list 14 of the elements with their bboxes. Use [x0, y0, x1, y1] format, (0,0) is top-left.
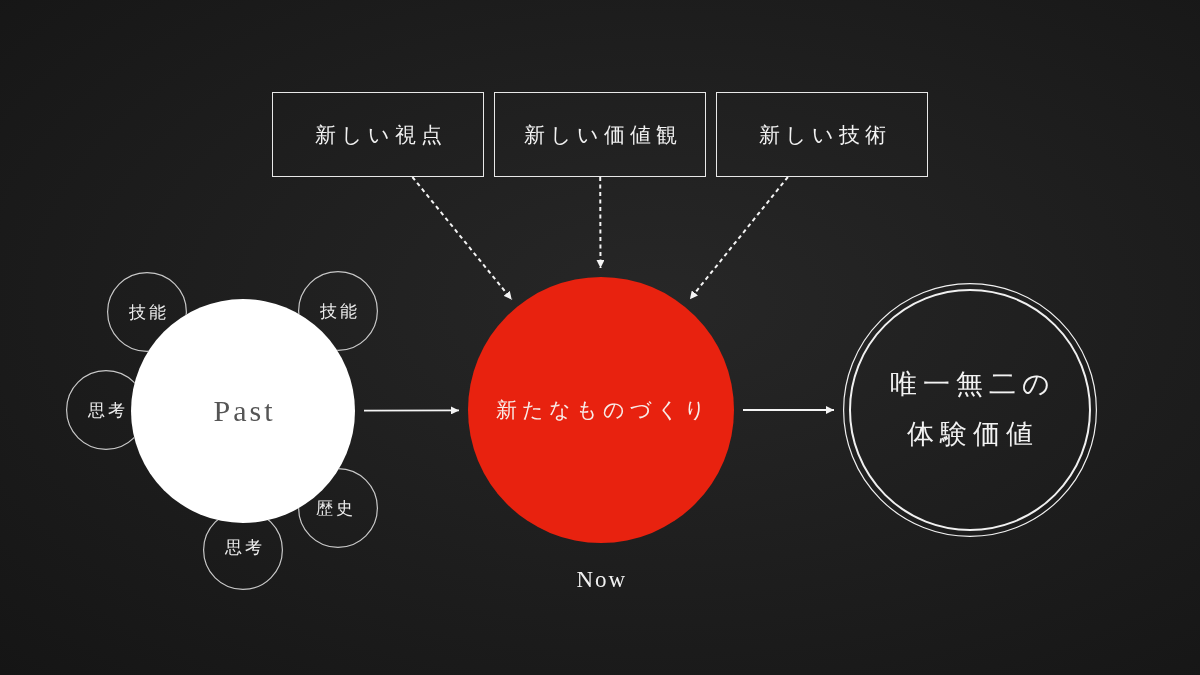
- concept-box: 新しい技術: [716, 92, 928, 177]
- element-circle: 歴史: [298, 468, 378, 548]
- value-circle: 唯一無二の体験価値: [843, 283, 1097, 537]
- element-circle: 技能: [107, 272, 187, 352]
- element-circle: 技能: [298, 271, 378, 351]
- concept-box: 新しい視点: [272, 92, 484, 177]
- dashed-arrow: [596, 176, 605, 269]
- dashed-arrow: [688, 176, 789, 301]
- arrow: [363, 406, 460, 415]
- node-caption: Now: [576, 567, 628, 593]
- arrow: [742, 406, 835, 414]
- concept-box: 新しい価値観: [494, 92, 706, 177]
- now-circle: 新たなものづくり: [468, 277, 734, 543]
- dashed-arrow: [411, 176, 513, 301]
